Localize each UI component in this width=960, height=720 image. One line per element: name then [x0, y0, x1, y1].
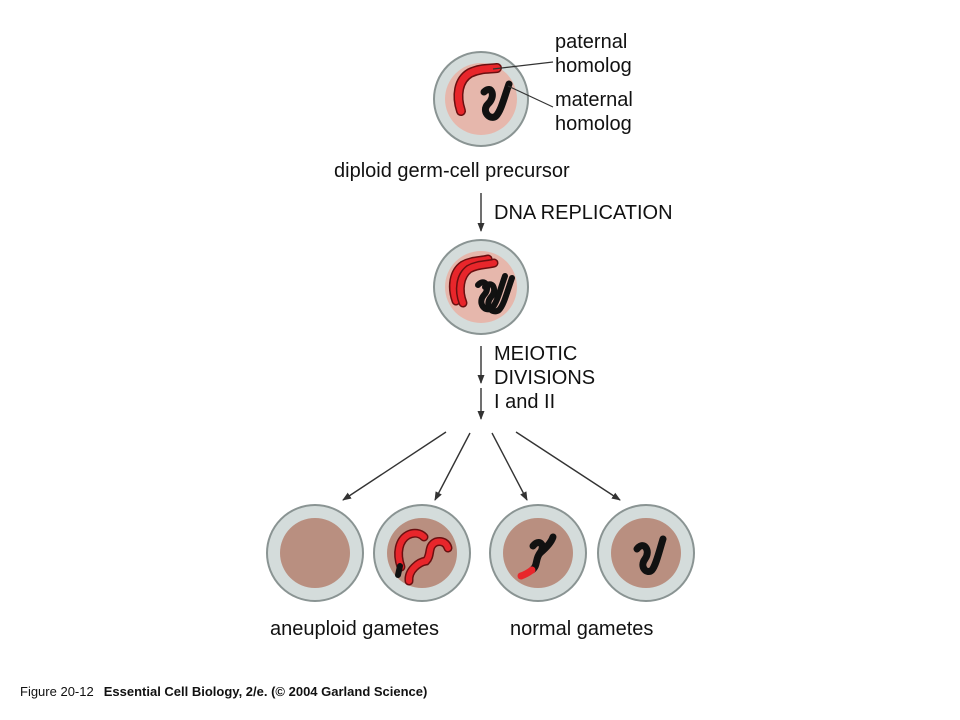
- gamete4-chromosome: [633, 535, 667, 575]
- gamete3-chromosome: [517, 533, 557, 580]
- figure-number: Figure 20-12: [20, 684, 94, 699]
- split-arrow-2: [434, 432, 471, 501]
- split-arrow-3: [491, 432, 528, 501]
- gamete-normal-1: [489, 504, 587, 602]
- split-arrow-4: [515, 431, 621, 501]
- maternal-leader-line: [507, 85, 554, 108]
- gamete-empty: [266, 504, 364, 602]
- paternal-label: paternal: [555, 31, 627, 53]
- replication-label: DNA REPLICATION: [494, 202, 673, 224]
- paternal-homolog-chromosome: [453, 63, 502, 116]
- maternal-sister-chromatids: [475, 273, 515, 315]
- precursor-label: diploid germ-cell precursor: [334, 160, 570, 182]
- precursor-cell: [433, 51, 529, 147]
- gamete2-black-tip: [395, 563, 403, 578]
- maternal-homolog-chromosome: [480, 80, 513, 121]
- maternal-label-2: homolog: [555, 113, 632, 135]
- split-arrow-1: [342, 431, 447, 501]
- paternal-label-2: homolog: [555, 55, 632, 77]
- paternal-leader-line: [492, 61, 554, 70]
- normal-label: normal gametes: [510, 618, 653, 640]
- meiosis-label-1: MEIOTIC: [494, 343, 577, 365]
- figure-source: Essential Cell Biology, 2/e. (© 2004 Gar…: [103, 684, 428, 699]
- gamete2-paternal-chromatids: [394, 528, 453, 586]
- maternal-label: maternal: [555, 89, 633, 111]
- paternal-sister-chromatids: [448, 254, 499, 308]
- replicated-cell: [433, 239, 529, 335]
- gamete-normal-2: [597, 504, 695, 602]
- gamete-extra-chromosomes: [373, 504, 471, 602]
- figure-caption: Figure 20-12 Essential Cell Biology, 2/e.…: [20, 684, 427, 699]
- meiosis-label-2: DIVISIONS: [494, 367, 595, 389]
- meiosis-label-3: I and II: [494, 391, 555, 413]
- aneuploid-label: aneuploid gametes: [270, 618, 439, 640]
